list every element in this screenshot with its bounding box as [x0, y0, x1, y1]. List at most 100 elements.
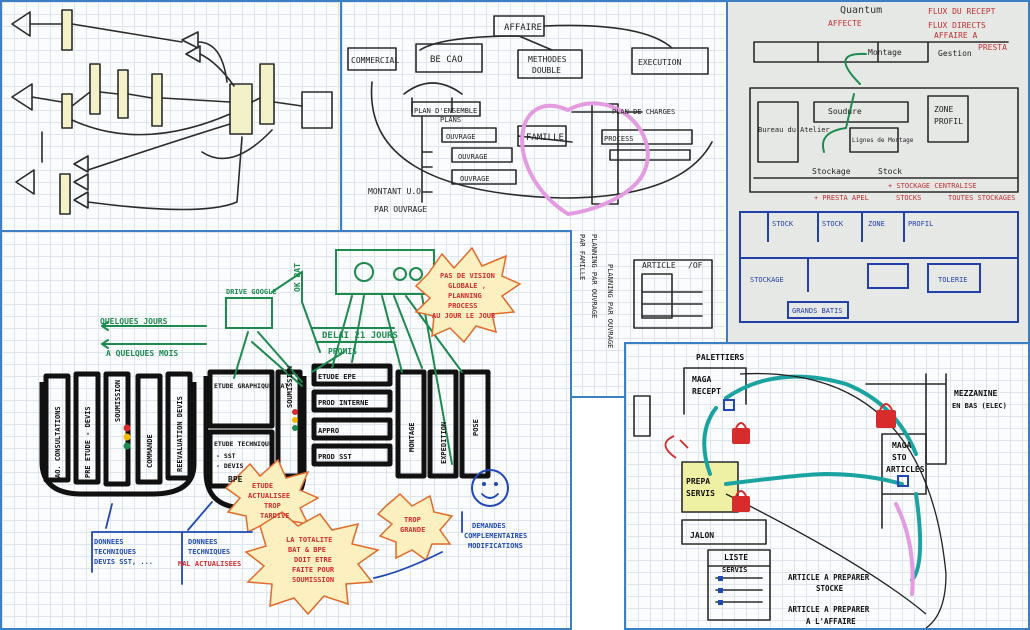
label-of: /OF [688, 261, 703, 270]
label-promis: PROMIS [328, 347, 357, 356]
drive-google-box [225, 297, 273, 329]
blue-zone-4: PROFIL [908, 220, 933, 228]
label-ouvrage-2: OUVRAGE [458, 153, 488, 161]
blue-zone-5: TOLERIE [938, 276, 968, 284]
label-ouvrage-3: OUVRAGE [460, 175, 490, 183]
bottom-note-2: + PRESTA APEL [814, 194, 869, 202]
affaire-process-drawing: AFFAIRE COMMERCIAL BE CAO METHODES DOUBL… [347, 15, 713, 348]
zone-profil: PROFIL [934, 117, 963, 126]
lock-icon [732, 428, 750, 444]
note-quantum: Quantum [840, 5, 882, 16]
label-liste: LISTE [724, 553, 748, 562]
label-prepa: PREPA [686, 477, 710, 486]
label-a-l-affaire: A L'AFFAIRE [806, 617, 856, 626]
phase-commande: COMMANDE [146, 434, 154, 468]
panel-schematic-sketch [0, 0, 342, 232]
whiteboard-drawing: Quantum FLUX DU RECEPT AFFECTE FLUX DIRE… [728, 2, 1028, 342]
top-note-3: FLUX DIRECTS [928, 21, 986, 30]
bottom-note-4: TOUTES STOCKAGES [948, 194, 1015, 202]
top-note-4: AFFAIRE A [934, 31, 978, 40]
donnees1-line2: TECHNIQUES [94, 548, 136, 556]
yellow-light [123, 433, 131, 441]
label-be-cao: BE CAO [430, 55, 463, 65]
label-quelques-mois: A QUELQUES MOIS [106, 349, 178, 358]
label-etude-sst: - SST [216, 452, 236, 460]
blue-zone-3: ZONE [868, 220, 885, 228]
demandes-line3: MODIFICATIONS [468, 542, 523, 550]
vision-line-3: PLANNING [448, 292, 482, 300]
green-light [123, 442, 131, 450]
zone-lignes: Lignes de Montage [852, 137, 914, 144]
label-article2: ARTICLE A PREPARER [788, 605, 870, 614]
label-methodes: METHODES [528, 55, 567, 64]
label-par-ouvrage: PAR OUVRAGE [374, 205, 427, 214]
smiley-face [471, 469, 509, 507]
warehouse-drawing: PALETTIERS MAGA RECEPT MEZZANINE EN BAS … [633, 353, 1007, 628]
donnees1-line3: DEVIS SST, ... [94, 558, 153, 566]
prod-step-3: APPRO [318, 427, 339, 435]
totalite-4: FAITE POUR [292, 566, 335, 574]
donnees2-line3: MAL ACTUALISEES [178, 560, 241, 568]
bottom-note-1: + STOCKAGE CENTRALISE [888, 182, 977, 190]
label-liste-servis: SERVIS [722, 566, 747, 574]
prod-step-1: ETUDE EPE [318, 373, 356, 381]
phase-soumission: SOUMISSION [114, 380, 122, 422]
label-plan-charge: PLAN DE CHARGES [612, 108, 675, 116]
label-affaire: AFFAIRE [504, 23, 542, 33]
top-note-2: AFFECTE [828, 19, 862, 28]
label-recept: RECEPT [692, 387, 721, 396]
zone-gestion: Gestion [938, 49, 972, 58]
label-palettiers: PALETTIERS [696, 353, 744, 362]
top-note-1: FLUX DU RECEPT [928, 7, 996, 16]
label-double: DOUBLE [532, 66, 561, 75]
label-maga-sto: MAGA [892, 441, 911, 450]
bottom-note-3: STOCKS [896, 194, 921, 202]
totalite-2: BAT & BPE [288, 546, 326, 554]
label-execution: EXECUTION [638, 58, 682, 67]
schematic-drawing [11, 9, 333, 215]
label-commercial: COMMERCIAL [351, 56, 399, 65]
vision-line-1: PAS DE VISION [440, 272, 495, 280]
phase-montage: MONTAGE [408, 422, 416, 452]
workflow-drawing: QUELQUES JOURS A QUELQUES MOIS DRIVE GOO… [39, 246, 527, 616]
vertical-note-2: PAR FAMILLE [578, 234, 586, 280]
demandes-line2: COMPLEMENTAIRES [464, 532, 527, 540]
trop-grande-2: GRANDE [400, 526, 425, 534]
totalite-5: SOUMISSION [292, 576, 334, 584]
label-maga: MAGA [692, 375, 711, 384]
label-delai: DELAI 21 JOURS [322, 331, 398, 341]
label-jalon: JALON [690, 531, 714, 540]
panel-workflow-sketch: QUELQUES JOURS A QUELQUES MOIS DRIVE GOO… [0, 230, 572, 630]
label-famille: FAMILLE [526, 133, 564, 143]
lock-icons [732, 410, 896, 512]
vision-line-2: GLOBALE , [448, 282, 486, 290]
label-bpe: BPE [228, 475, 243, 484]
starburst-totalite [244, 511, 380, 616]
donnees2-line2: TECHNIQUES [188, 548, 230, 556]
lock-icon [876, 410, 896, 428]
etude-actualisee-4: TARDIVE [260, 512, 290, 520]
zone-stockage: Stockage [812, 167, 851, 176]
vision-line-5: AU JOUR LE JOUR [432, 312, 496, 320]
label-ouvrage-1: OUVRAGE [446, 133, 476, 141]
phase-ao: AO. CONSULTATIONS [54, 406, 62, 478]
panel-warehouse-sketch: PALETTIERS MAGA RECEPT MEZZANINE EN BAS … [624, 342, 1030, 630]
zone-bureau: Bureau du Atelier [758, 126, 830, 134]
etude-actualisee-2: ACTUALISEE [248, 492, 290, 500]
lock-icon [732, 496, 750, 512]
label-plans: PLANS [440, 116, 461, 124]
zone-montage: Montage [868, 48, 902, 57]
zone-soudure: Soudure [828, 107, 862, 116]
phase-pre-etude: PRE ETUDE - DEVIS [84, 406, 92, 478]
label-drive-google: DRIVE GOOGLE [226, 288, 277, 296]
donnees2-line1: DONNEES [188, 538, 218, 546]
blue-zone-1: STOCK [772, 220, 794, 228]
starburst-vision [414, 246, 522, 344]
trop-grande-1: TROP [404, 516, 421, 524]
blue-zone-2: STOCK [822, 220, 844, 228]
panel-affaire-process-sketch: AFFAIRE COMMERCIAL BE CAO METHODES DOUBL… [340, 0, 728, 398]
teal-flow-1 [702, 374, 918, 476]
blue-zone-6: STOCKAGE [750, 276, 784, 284]
phase-pose: POSE [472, 419, 480, 436]
zone-zone: ZONE [934, 105, 953, 114]
